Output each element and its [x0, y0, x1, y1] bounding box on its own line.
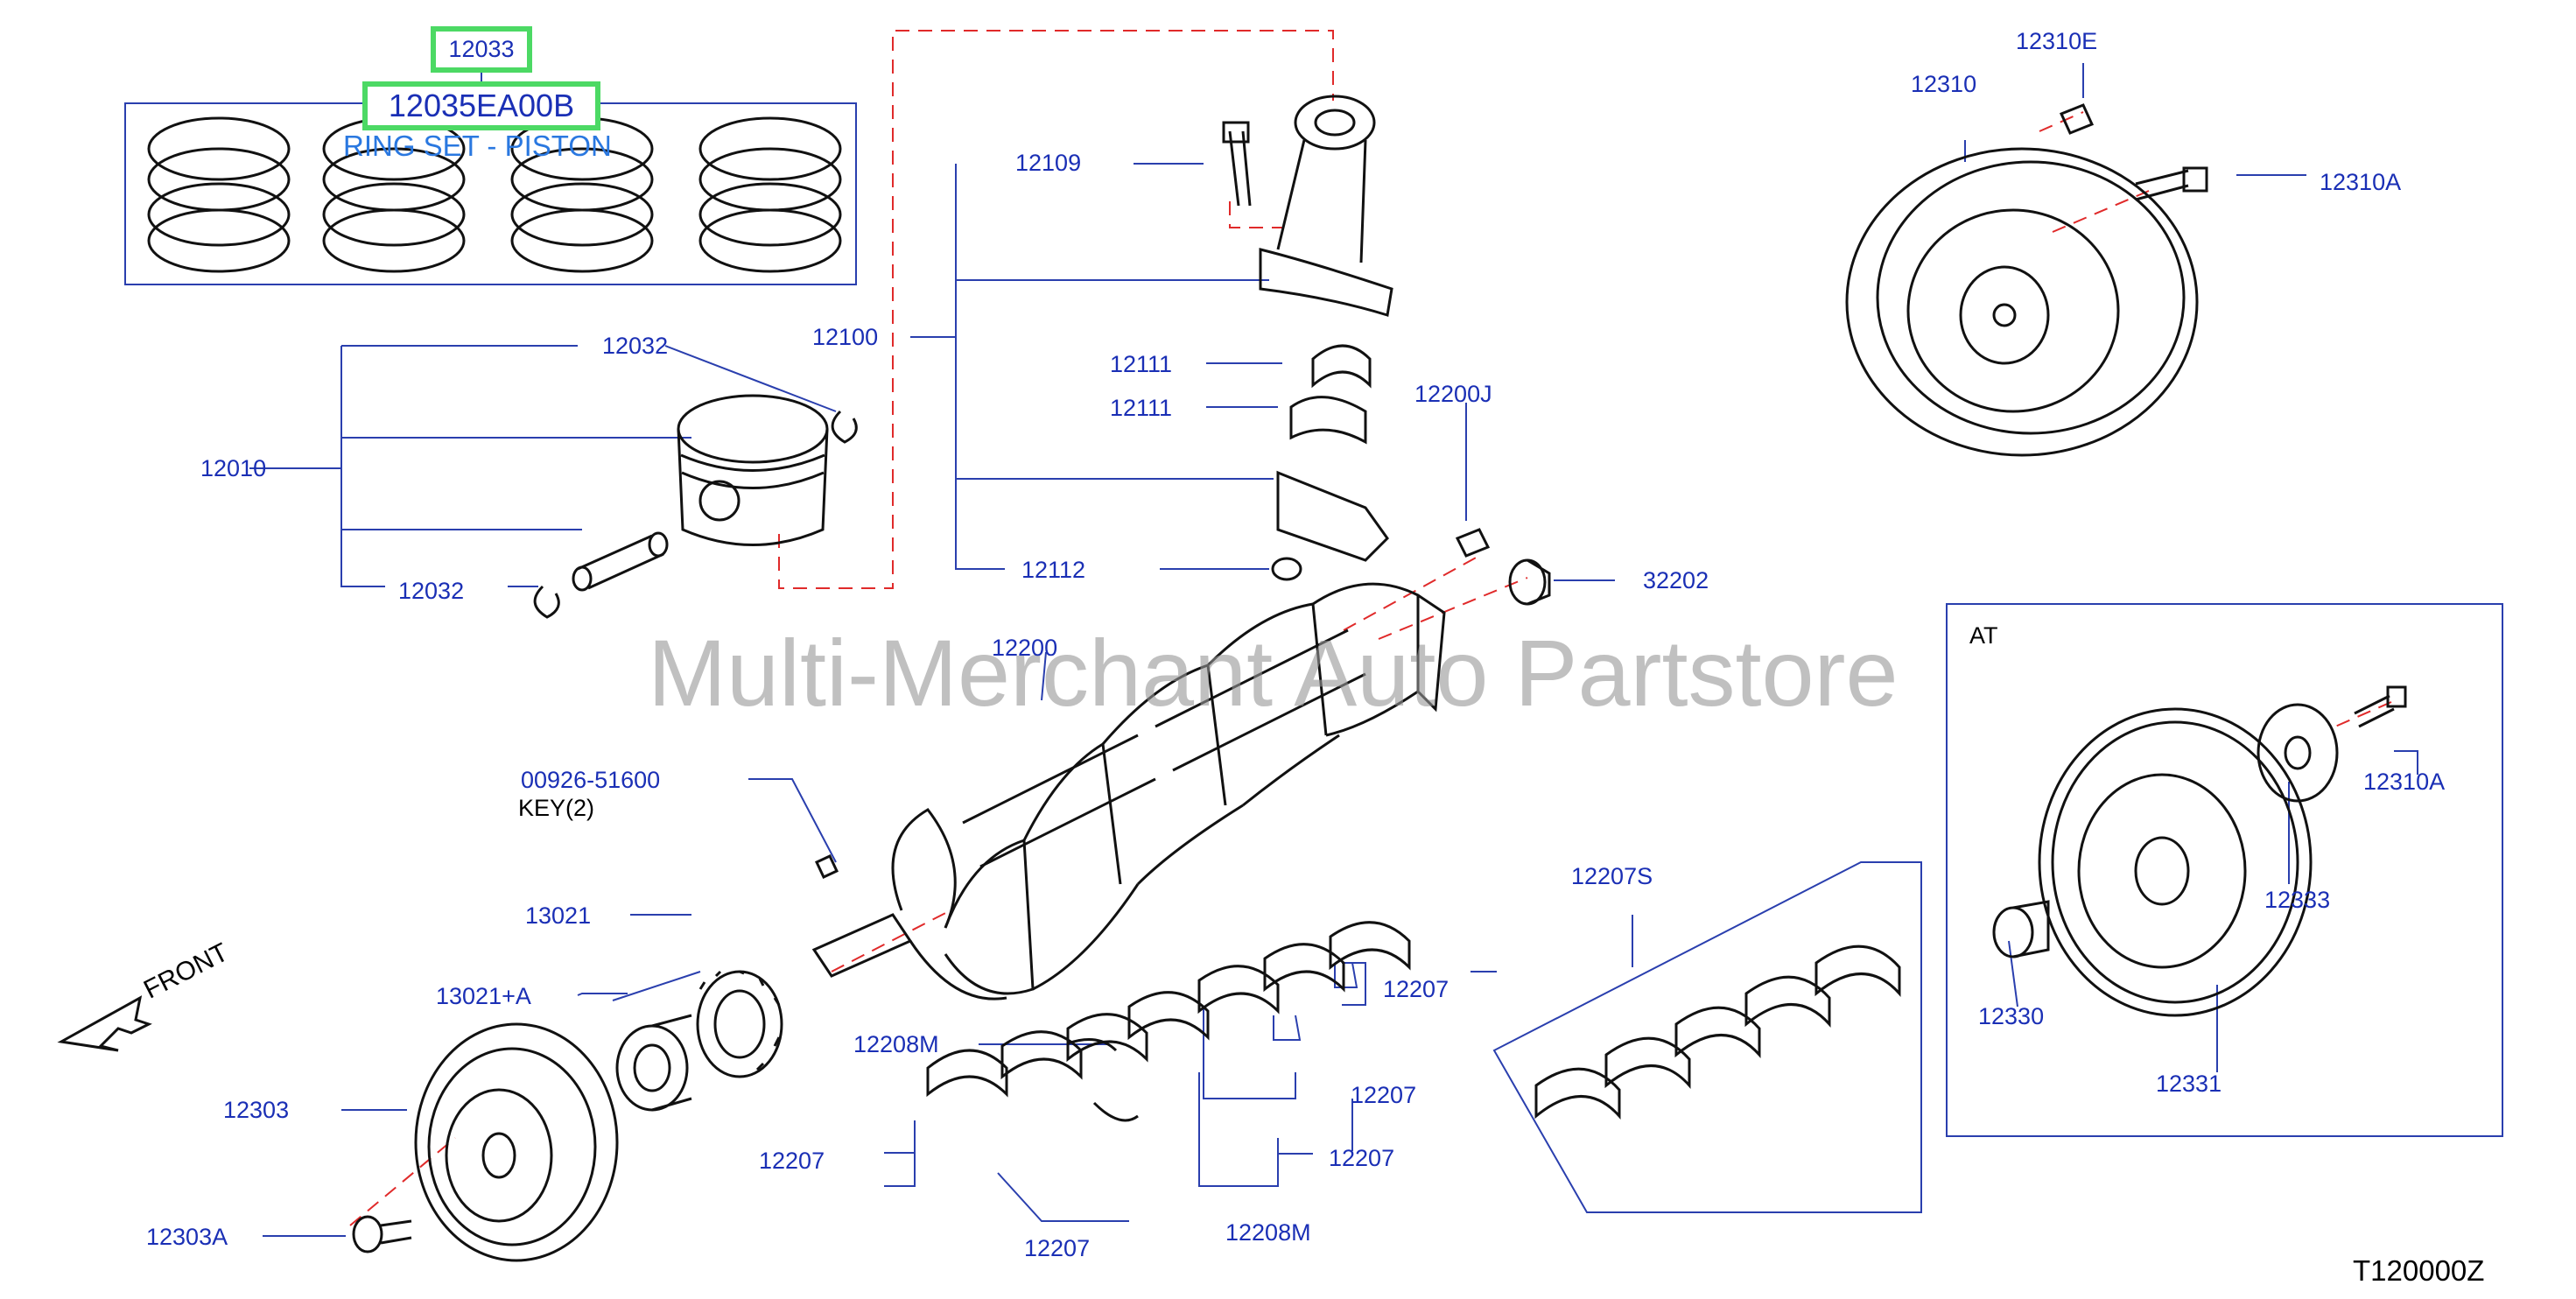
label-12207-right-mid[interactable]: 12207: [1351, 1082, 1417, 1108]
label-12112[interactable]: 12112: [1021, 557, 1086, 583]
label-12331[interactable]: 12331: [2156, 1071, 2222, 1097]
label-12111-upper[interactable]: 12111: [1110, 351, 1173, 377]
crank-spacer: [615, 1014, 692, 1112]
label-12207-left[interactable]: 12207: [759, 1148, 825, 1174]
rod-bolt: [1228, 130, 1252, 207]
label-12207-bottom[interactable]: 12207: [1024, 1235, 1091, 1261]
pilot-bushing: [1508, 558, 1551, 606]
label-12330[interactable]: 12330: [1978, 1003, 2045, 1029]
snap-ring-top: [831, 410, 858, 444]
piston-pin: [572, 531, 669, 592]
crank-sprocket: [696, 970, 783, 1078]
diagram-code: T120000Z: [2353, 1254, 2485, 1287]
label-12208M-top[interactable]: 12208M: [853, 1031, 939, 1057]
label-13021[interactable]: 13021: [525, 902, 592, 929]
flywheel: [1845, 147, 2199, 457]
label-00926-51600[interactable]: 00926-51600: [521, 767, 661, 793]
rod-cap: [1276, 470, 1389, 562]
rod-nut: [1271, 557, 1302, 581]
ring-stack-1: [147, 116, 291, 273]
label-12010[interactable]: 12010: [200, 455, 267, 481]
label-12303A[interactable]: 12303A: [146, 1224, 228, 1250]
piston: [677, 394, 829, 546]
label-12032-bottom[interactable]: 12032: [398, 578, 465, 604]
adapter-plate: [2257, 703, 2339, 803]
label-32202[interactable]: 32202: [1643, 567, 1709, 593]
drive-plate: [2038, 707, 2313, 1017]
pulley-bolt: [352, 1215, 412, 1253]
label-12111-lower[interactable]: 12111: [1110, 395, 1173, 421]
front-arrow: [57, 995, 152, 1052]
label-key: KEY(2): [518, 795, 595, 821]
selected-part-description: RING SET - PISTON: [343, 130, 612, 162]
label-12207-right-top[interactable]: 12207: [1383, 976, 1449, 1002]
crankshaft: [811, 582, 1446, 1001]
woodruff-key: [815, 854, 839, 879]
label-12200[interactable]: 12200: [992, 635, 1058, 661]
dowel-pin: [1455, 528, 1491, 558]
ring-stack-4: [698, 116, 842, 273]
watermark: Multi-Merchant Auto Partstore: [648, 620, 1899, 726]
label-12310A-top[interactable]: 12310A: [2320, 169, 2402, 195]
main-bearings: [926, 921, 1411, 1098]
bearing-upper: [1311, 344, 1372, 389]
bearing-lower: [1289, 396, 1367, 445]
label-12208M-bottom[interactable]: 12208M: [1225, 1219, 1311, 1246]
connecting-rod: [1259, 95, 1393, 317]
label-12100[interactable]: 12100: [812, 324, 879, 350]
flywheel-pin: [2059, 103, 2095, 135]
snap-ring-bottom: [533, 585, 560, 619]
part-drawings: [57, 95, 2407, 1262]
thrust-washer-b: [1092, 1101, 1139, 1122]
label-12310A-at[interactable]: 12310A: [2363, 769, 2446, 795]
label-12032-top[interactable]: 12032: [602, 333, 669, 359]
label-12310[interactable]: 12310: [1911, 71, 1977, 97]
label-12333[interactable]: 12333: [2264, 887, 2331, 913]
bearing-set-box: [1492, 861, 1922, 1213]
rod-bolt-head: [1222, 121, 1250, 144]
bearing-set: [1534, 944, 1901, 1120]
leader-lines: [249, 50, 2418, 1237]
at-section-label: AT: [1969, 622, 1998, 649]
label-13021A[interactable]: 13021+A: [436, 983, 531, 1009]
at-box: [1946, 603, 2503, 1137]
part-label-12033[interactable]: 12033: [431, 26, 532, 73]
part-label-12035EA00B-selected[interactable]: 12035EA00B: [362, 81, 600, 130]
label-12109[interactable]: 12109: [1015, 150, 1082, 176]
flywheel-bolt: [2135, 166, 2208, 201]
thrust-washer-a: [1067, 1038, 1118, 1052]
at-bolt: [2354, 685, 2407, 728]
label-12207-right-low[interactable]: 12207: [1329, 1145, 1395, 1171]
label-12200J[interactable]: 12200J: [1414, 381, 1492, 407]
at-spacer: [1992, 900, 2050, 958]
label-12207S[interactable]: 12207S: [1571, 863, 1653, 889]
crank-pulley: [414, 1022, 619, 1262]
label-12303[interactable]: 12303: [223, 1097, 290, 1123]
label-12310E[interactable]: 12310E: [2016, 28, 2098, 54]
